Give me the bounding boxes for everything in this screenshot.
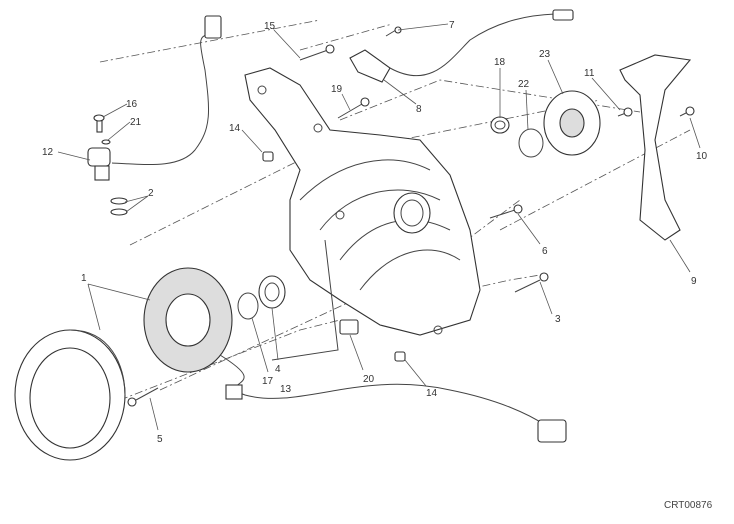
callout-6: 6 [542, 246, 548, 257]
seal-18 [490, 116, 510, 134]
callout-2: 2 [148, 188, 154, 199]
drawing-code: CRT00876 [664, 500, 713, 511]
stator [143, 267, 567, 443]
callout-20: 20 [363, 374, 375, 385]
rotor-1 [14, 329, 126, 461]
callout-11: 11 [584, 68, 595, 79]
sensor-8 [349, 9, 574, 83]
callout-16: 16 [126, 99, 138, 110]
callout-23: 23 [539, 49, 551, 60]
callout-13: 13 [280, 384, 292, 395]
circlip-22 [518, 128, 544, 158]
callout-5: 5 [157, 434, 163, 445]
pickup-sensor-12 [87, 15, 222, 216]
callout-14-top: 14 [229, 123, 241, 134]
callout-10: 10 [696, 151, 708, 162]
callout-12: 12 [42, 147, 54, 158]
callout-21: 21 [130, 117, 142, 128]
callout-4: 4 [275, 364, 281, 375]
guard-9 [619, 54, 692, 241]
callout-19: 19 [331, 84, 343, 95]
callout-8: 8 [416, 104, 422, 115]
bolt-3 [514, 272, 549, 293]
generator-cover [244, 67, 481, 336]
leader-lines [57, 23, 701, 431]
circlip-17 [237, 292, 259, 320]
bolt-15 [299, 44, 335, 61]
screw-7 [385, 26, 402, 37]
callout-3: 3 [555, 314, 561, 325]
dowel-14b [394, 351, 406, 362]
bearing-4 [258, 275, 286, 309]
plate-23 [543, 90, 601, 156]
callout-22: 22 [518, 79, 530, 90]
screw-11 [617, 107, 633, 117]
callout-7: 7 [449, 20, 455, 31]
grommet-20 [339, 319, 359, 335]
callout-17: 17 [262, 376, 274, 387]
callout-14-bottom: 14 [426, 388, 438, 399]
bolt-6 [489, 204, 523, 219]
callout-15: 15 [264, 21, 276, 32]
bolt-19 [337, 97, 370, 119]
screw-10 [679, 106, 695, 117]
cable-13 [271, 239, 339, 361]
callout-18: 18 [494, 57, 506, 68]
dowel-14a [262, 151, 274, 162]
callout-1: 1 [81, 273, 87, 284]
bolt-5 [127, 387, 159, 407]
callout-9: 9 [691, 276, 697, 287]
callout-labels: 15 7 16 21 12 2 8 19 14 18 22 23 11 10 6… [42, 20, 713, 511]
